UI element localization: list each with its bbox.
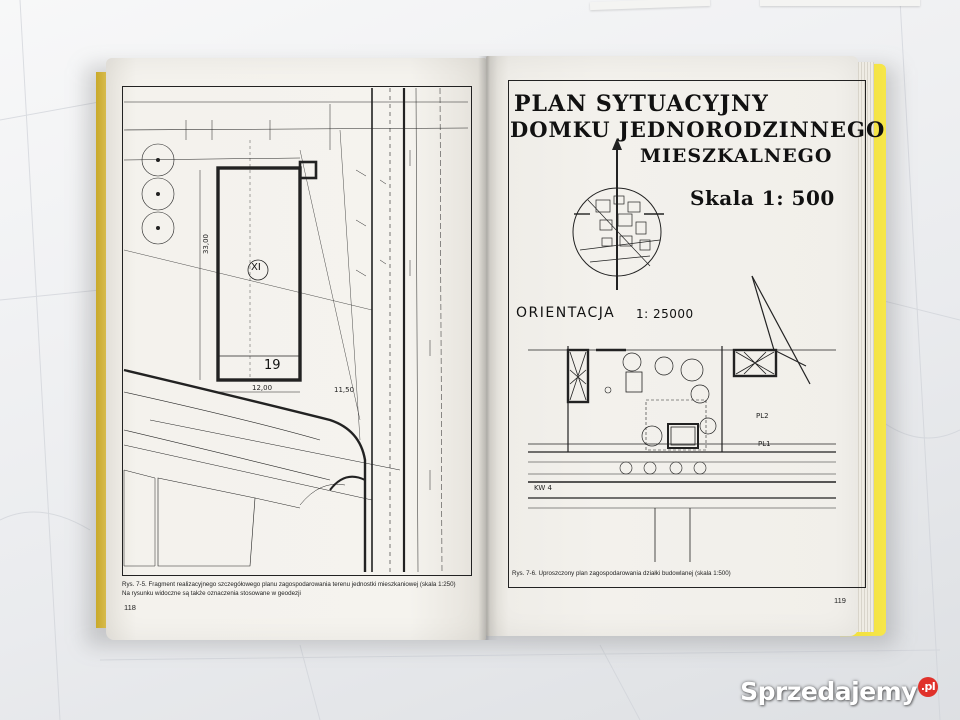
watermark-text: Sprzedajemy [740, 677, 917, 706]
left-caption-line1: Rys. 7-5. Fragment realizacyjnego szczeg… [122, 581, 456, 588]
paper-scrap [760, 0, 920, 6]
orientation-label: ORIENTACJA [516, 305, 616, 321]
watermark-logo: Sprzedajemy.pl [740, 677, 938, 706]
building-roman-label: XI [251, 262, 261, 273]
right-page-number: 119 [834, 596, 846, 605]
left-drawing-frame [122, 86, 472, 576]
left-page-number: 118 [124, 603, 136, 612]
right-caption: Rys. 7-6. Uproszczony plan zagospodarowa… [512, 570, 731, 577]
building-number-label: 19 [264, 358, 281, 373]
right-page [486, 56, 858, 636]
plan-title-line1: PLAN SYTUACYJNY [514, 91, 769, 117]
right-drawing-frame [508, 80, 866, 588]
dimension-width: 12,00 [252, 384, 273, 392]
book-spine [478, 56, 498, 640]
left-caption: Rys. 7-5. Fragment realizacyjnego szczeg… [122, 580, 472, 598]
plan-scale: Skala 1: 500 [690, 186, 835, 210]
orientation-scale: 1: 25000 [636, 307, 694, 321]
left-caption-line2: Na rysunku widoczne są także oznaczenia … [122, 590, 301, 597]
pl2-label: PL2 [756, 412, 769, 420]
street-label: KW 4 [534, 484, 552, 492]
watermark-badge: .pl [918, 677, 938, 697]
left-page [106, 58, 486, 640]
plan-title-line3: MIESZKALNEGO [640, 145, 833, 167]
pl1-label: PL1 [758, 440, 771, 448]
plan-title-line2: DOMKU JEDNORODZINNEGO [510, 117, 886, 142]
dimension-side: 11,50 [334, 386, 355, 394]
